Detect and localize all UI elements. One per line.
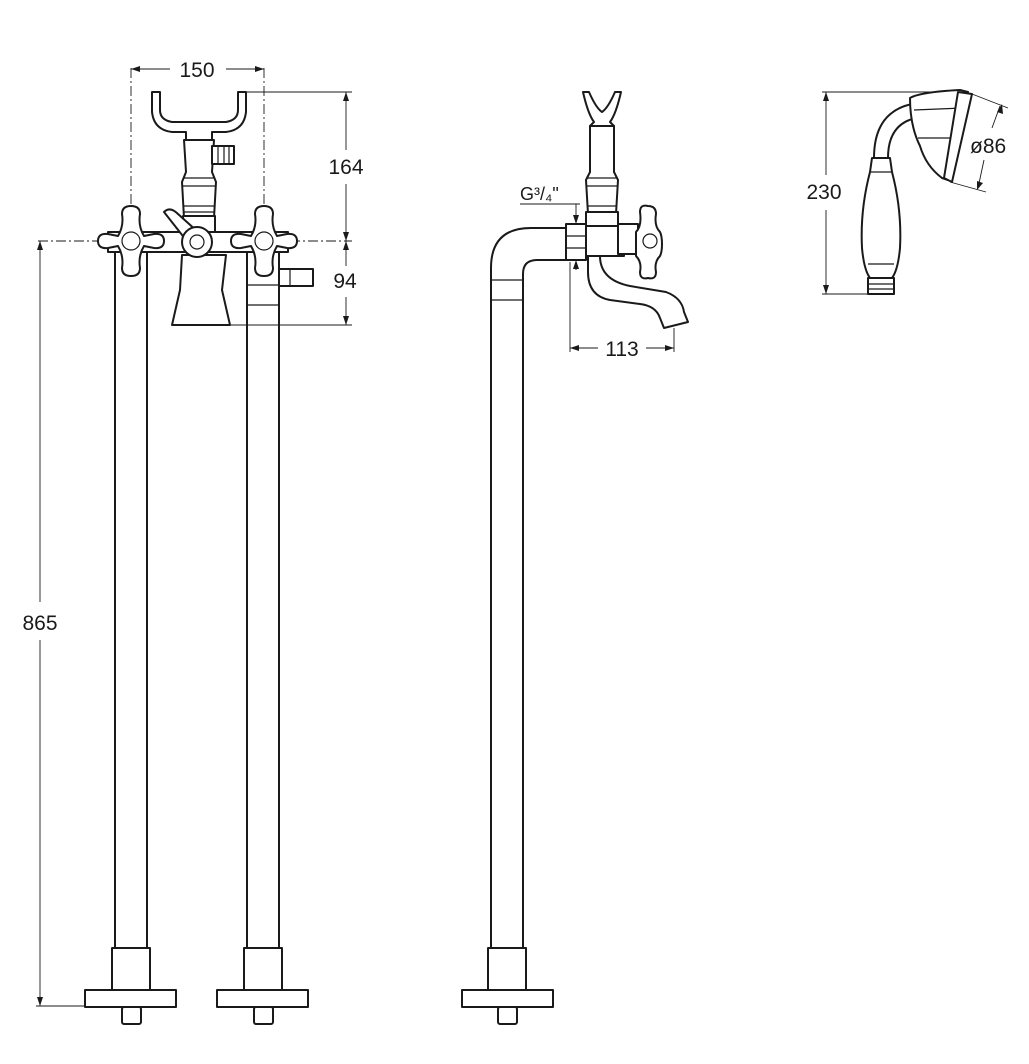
handshower-grip <box>860 157 902 279</box>
dimension-handshower-diameter: ø86 <box>970 104 1006 190</box>
dimension-label-handshower-length: 230 <box>806 181 841 204</box>
dimension-upper-height: 164 <box>328 92 364 241</box>
left-cross-handle <box>97 205 165 277</box>
side-cross-handle <box>635 204 663 280</box>
cradle-fork <box>151 91 247 141</box>
dimension-label-upper-height: 164 <box>328 156 363 179</box>
dimension-label-handshower-diameter: ø86 <box>970 135 1006 158</box>
handshower <box>822 89 1009 295</box>
handshower-head <box>909 89 969 181</box>
spout-side <box>587 255 689 329</box>
dimension-label-lower-height: 94 <box>333 270 357 293</box>
spout-front <box>171 254 231 326</box>
dimension-label-width: 150 <box>179 59 214 82</box>
dimension-handshower-length: 230 <box>806 92 842 294</box>
thread-label: G³/₄" <box>520 184 559 204</box>
dimension-lower-height: 94 <box>333 241 357 325</box>
dimension-label-spout-reach: 113 <box>605 338 638 361</box>
dimension-column-height: 865 <box>22 241 85 1007</box>
side-view: G³/₄" 113 <box>461 91 689 1025</box>
left-column <box>84 249 177 1025</box>
connection-nut <box>565 223 587 261</box>
dimension-width: 150 <box>131 59 264 82</box>
dimension-label-column-height: 865 <box>22 612 57 635</box>
right-column <box>216 249 309 1025</box>
front-view <box>38 68 352 1025</box>
right-cross-handle <box>230 205 298 277</box>
